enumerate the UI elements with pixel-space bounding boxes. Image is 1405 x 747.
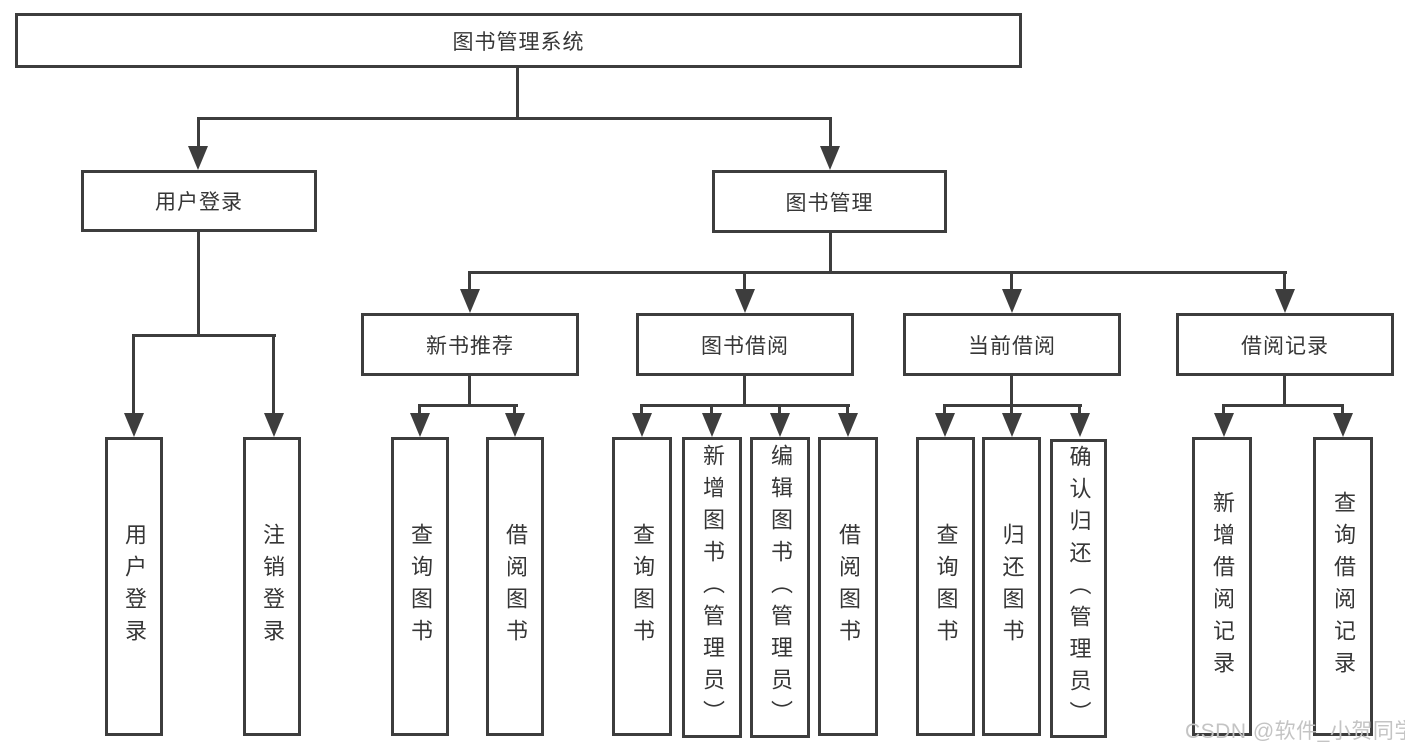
edge-to-current-leaf2 [1010, 404, 1013, 418]
leaf-current-confirm-label: 确认归还（管理员） [1066, 444, 1092, 733]
leaf-current-query-label: 查询图书 [933, 522, 959, 651]
edge-to-new-book [468, 271, 471, 293]
leaf-record-add: 新增借阅记录 [1192, 437, 1252, 736]
csdn-watermark: CSDN @软件_小贺同学 [1185, 720, 1405, 743]
edge-borrow-bar [640, 404, 850, 407]
node-user-login-label: 用户登录 [155, 191, 243, 214]
leaf-newbook-query-label: 查询图书 [408, 522, 433, 651]
leaf-borrow-edit-label: 编辑图书（管理员） [768, 443, 793, 732]
arrowhead-newbook-leaf1-icon [410, 413, 430, 437]
arrowhead-login-leaf1-icon [124, 413, 144, 437]
edge-to-login-leaf2 [272, 334, 275, 415]
node-book-mgmt: 图书管理 [712, 170, 947, 233]
node-user-login: 用户登录 [81, 170, 317, 232]
edge-to-record-leaf1 [1222, 404, 1225, 418]
leaf-borrow-query-label: 查询图书 [630, 522, 655, 651]
edge-to-borrow-leaf4 [846, 404, 849, 418]
edge-record-bar [1222, 404, 1344, 407]
node-book-mgmt-label: 图书管理 [785, 191, 874, 215]
leaf-borrow-edit: 编辑图书（管理员） [750, 437, 810, 738]
leaf-borrow-borrow: 借阅图书 [818, 437, 878, 736]
edge-login-bar [132, 334, 276, 337]
edge-to-current-borrow [1010, 271, 1013, 293]
edge-borrow-stem [743, 376, 746, 406]
edge-root-stem [516, 68, 519, 119]
leaf-user-login: 用户登录 [105, 437, 163, 736]
arrowhead-book-mgmt-icon [820, 146, 840, 170]
leaf-logout: 注销登录 [243, 437, 301, 736]
node-root: 图书管理系统 [15, 13, 1022, 68]
edge-newbook-bar [418, 404, 518, 407]
arrowhead-current-leaf1-icon [935, 413, 955, 437]
leaf-user-login-label: 用户登录 [122, 522, 147, 651]
edge-to-record-leaf2 [1341, 404, 1344, 418]
edge-to-newbook-leaf1 [418, 404, 421, 418]
edge-to-borrow-record [1283, 271, 1286, 293]
arrowhead-current-borrow-icon [1002, 289, 1022, 313]
leaf-borrow-add-label: 新增图书（管理员） [700, 443, 725, 732]
node-new-book-label: 新书推荐 [426, 334, 514, 358]
edge-to-borrow-leaf2 [710, 404, 713, 418]
arrowhead-record-leaf2-icon [1333, 413, 1353, 437]
arrowhead-newbook-leaf2-icon [505, 413, 525, 437]
arrowhead-borrow-leaf2-icon [702, 413, 722, 437]
edge-to-book-mgmt [829, 117, 832, 149]
leaf-current-return-label: 归还图书 [999, 522, 1025, 651]
leaf-borrow-query: 查询图书 [612, 437, 672, 736]
node-book-borrow: 图书借阅 [636, 313, 854, 376]
edge-to-current-leaf1 [943, 404, 946, 418]
leaf-record-query: 查询借阅记录 [1313, 437, 1373, 736]
arrowhead-borrow-leaf4-icon [838, 413, 858, 437]
leaf-current-confirm: 确认归还（管理员） [1050, 439, 1107, 738]
node-borrow-record: 借阅记录 [1176, 313, 1394, 376]
leaf-borrow-add: 新增图书（管理员） [682, 437, 742, 738]
edge-newbook-stem [468, 376, 471, 406]
edge-to-newbook-leaf2 [513, 404, 516, 418]
leaf-current-return: 归还图书 [982, 437, 1041, 736]
leaf-record-query-label: 查询借阅记录 [1331, 490, 1356, 683]
leaf-logout-label: 注销登录 [260, 522, 285, 651]
node-book-borrow-label: 图书借阅 [701, 334, 789, 358]
leaf-current-query: 查询图书 [916, 437, 975, 736]
arrowhead-login-leaf2-icon [264, 413, 284, 437]
arrowhead-borrow-leaf1-icon [632, 413, 652, 437]
edge-to-current-leaf3 [1078, 404, 1081, 418]
arrowhead-borrow-record-icon [1275, 289, 1295, 313]
edge-to-borrow-leaf1 [640, 404, 643, 418]
edge-level1-bar [197, 117, 832, 120]
leaf-newbook-borrow-label: 借阅图书 [503, 522, 528, 651]
arrowhead-book-borrow-icon [735, 289, 755, 313]
arrowhead-borrow-leaf3-icon [770, 413, 790, 437]
edge-to-borrow-leaf3 [778, 404, 781, 418]
arrowhead-current-leaf2-icon [1002, 413, 1022, 437]
edge-to-user-login [197, 117, 200, 149]
node-current-borrow: 当前借阅 [903, 313, 1121, 376]
leaf-newbook-borrow: 借阅图书 [486, 437, 544, 736]
edge-record-stem [1283, 376, 1286, 406]
arrowhead-current-leaf3-icon [1070, 413, 1090, 437]
edge-to-book-borrow [743, 271, 746, 293]
node-root-label: 图书管理系统 [452, 30, 585, 54]
arrowhead-user-login-icon [188, 146, 208, 170]
edge-to-login-leaf1 [132, 334, 135, 415]
node-new-book: 新书推荐 [361, 313, 579, 376]
leaf-borrow-borrow-label: 借阅图书 [836, 522, 861, 651]
edge-login-stem [197, 232, 200, 336]
arrowhead-new-book-icon [460, 289, 480, 313]
leaf-newbook-query: 查询图书 [391, 437, 449, 736]
node-borrow-record-label: 借阅记录 [1241, 334, 1329, 358]
arrowhead-record-leaf1-icon [1214, 413, 1234, 437]
edge-mgmt-stem [829, 233, 832, 273]
edge-current-stem [1010, 376, 1013, 406]
edge-level3-bar [468, 271, 1287, 274]
leaf-record-add-label: 新增借阅记录 [1210, 490, 1235, 683]
node-current-borrow-label: 当前借阅 [968, 334, 1056, 358]
